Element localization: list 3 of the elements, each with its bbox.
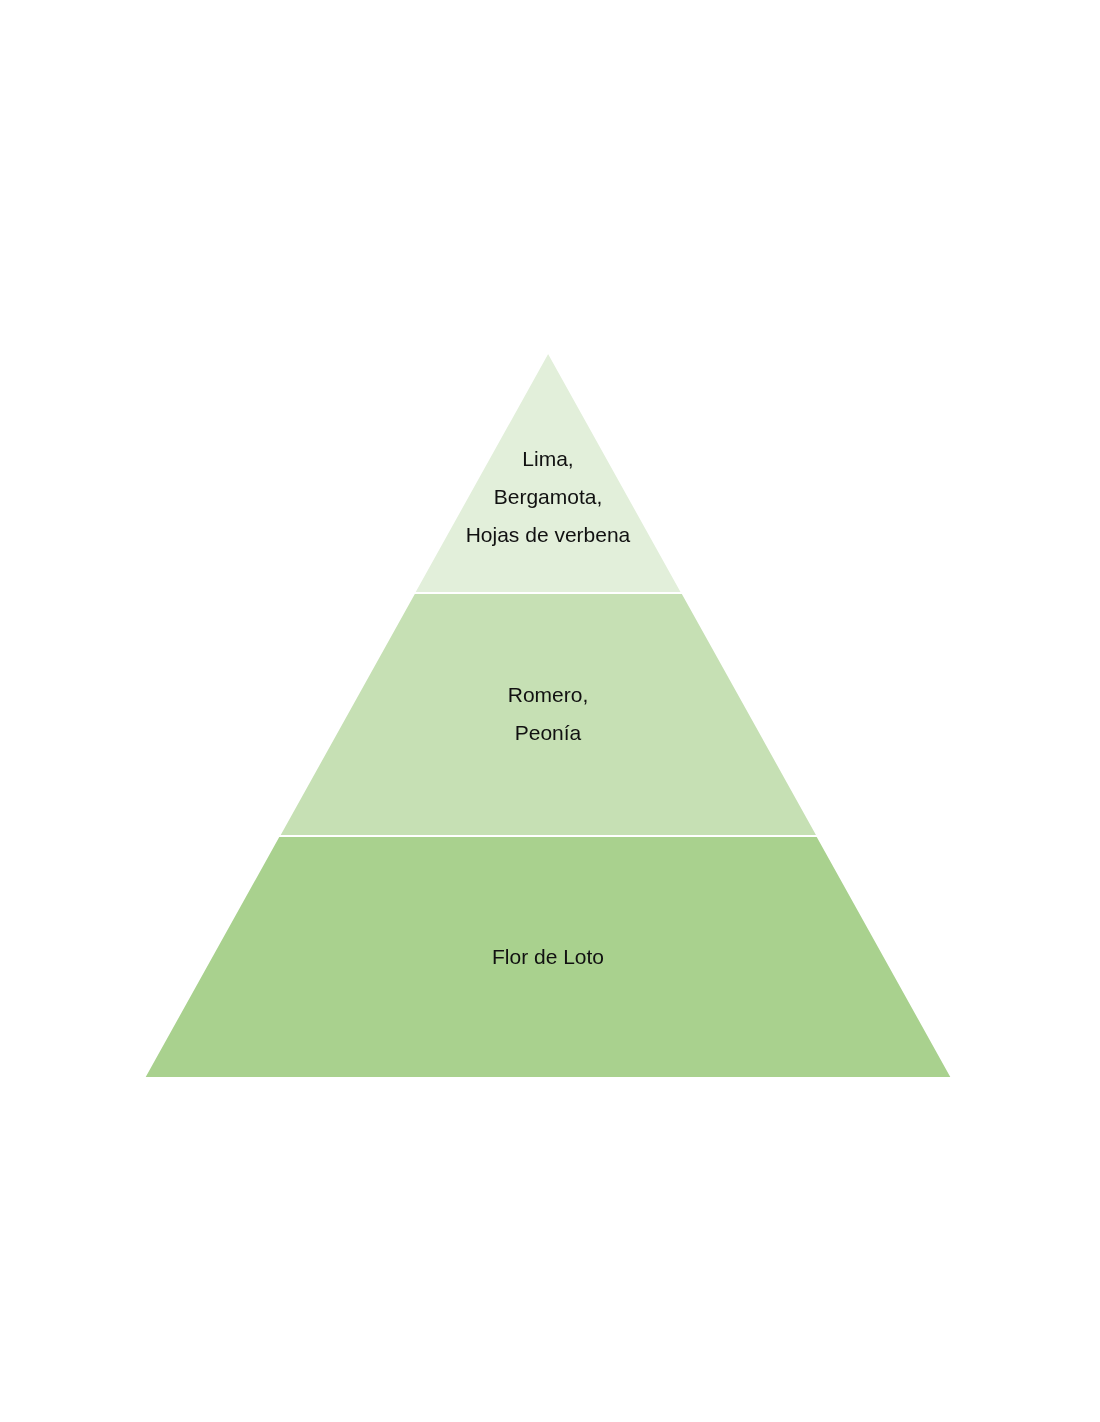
tier-label: Lima, Bergamota, Hojas de verbena xyxy=(464,446,632,548)
tier-label: Flor de Loto xyxy=(490,944,606,970)
tier-label: Romero, Peonía xyxy=(506,682,590,746)
